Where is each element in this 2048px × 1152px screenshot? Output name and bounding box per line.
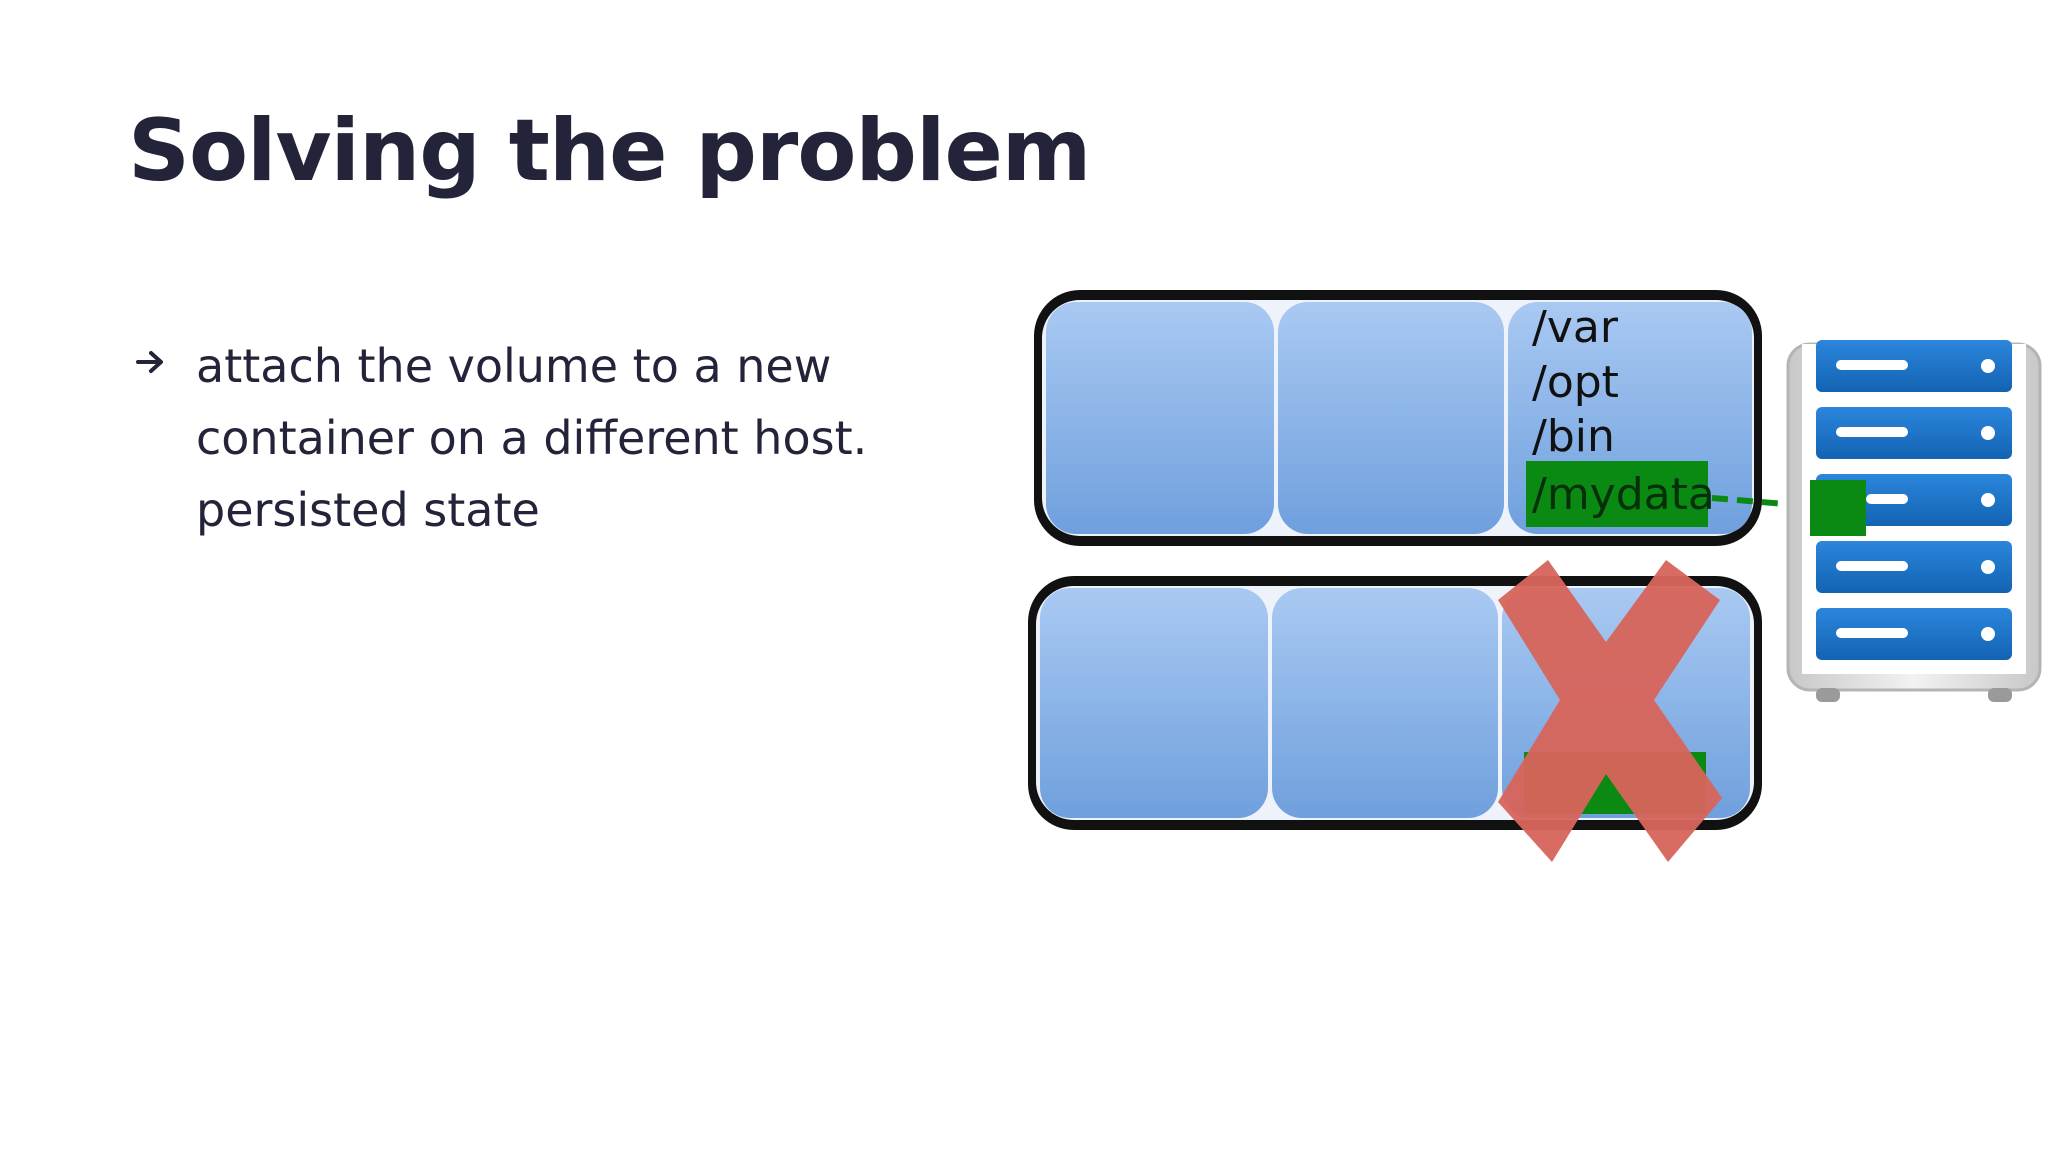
server-unit xyxy=(1816,541,2012,593)
container-cell xyxy=(1272,588,1498,818)
server-unit xyxy=(1816,340,2012,392)
path-label: /opt xyxy=(1532,357,1619,408)
volume-path-label: /mydata xyxy=(1532,469,1715,520)
red-x-icon xyxy=(1498,560,1722,862)
bullet-line-1: attach the volume to a new xyxy=(196,339,832,393)
container-cell xyxy=(1040,588,1268,818)
volume-highlight xyxy=(1526,461,1708,527)
bullet-line-2: container on a different host. xyxy=(196,411,868,465)
slide-title: Solving the problem xyxy=(128,101,1091,201)
server-unit xyxy=(1816,608,2012,660)
bullet-item: attach the volume to a new container on … xyxy=(196,330,867,546)
server-unit xyxy=(1816,407,2012,459)
container-cell xyxy=(1278,302,1504,534)
path-label: /bin xyxy=(1532,411,1615,462)
path-label: /var xyxy=(1532,302,1619,353)
container-host-top: /var /opt /bin /mydata xyxy=(1034,290,1762,546)
rack-foot xyxy=(1988,688,2012,702)
bullet-line-3: persisted state xyxy=(196,483,540,537)
arrow-right-icon xyxy=(136,351,163,373)
volume-diagram: /var /opt /bin /mydata xyxy=(1028,290,2042,862)
attached-volume-marker xyxy=(1810,480,1866,536)
container-cell xyxy=(1046,302,1274,534)
rack-foot xyxy=(1816,688,1840,702)
